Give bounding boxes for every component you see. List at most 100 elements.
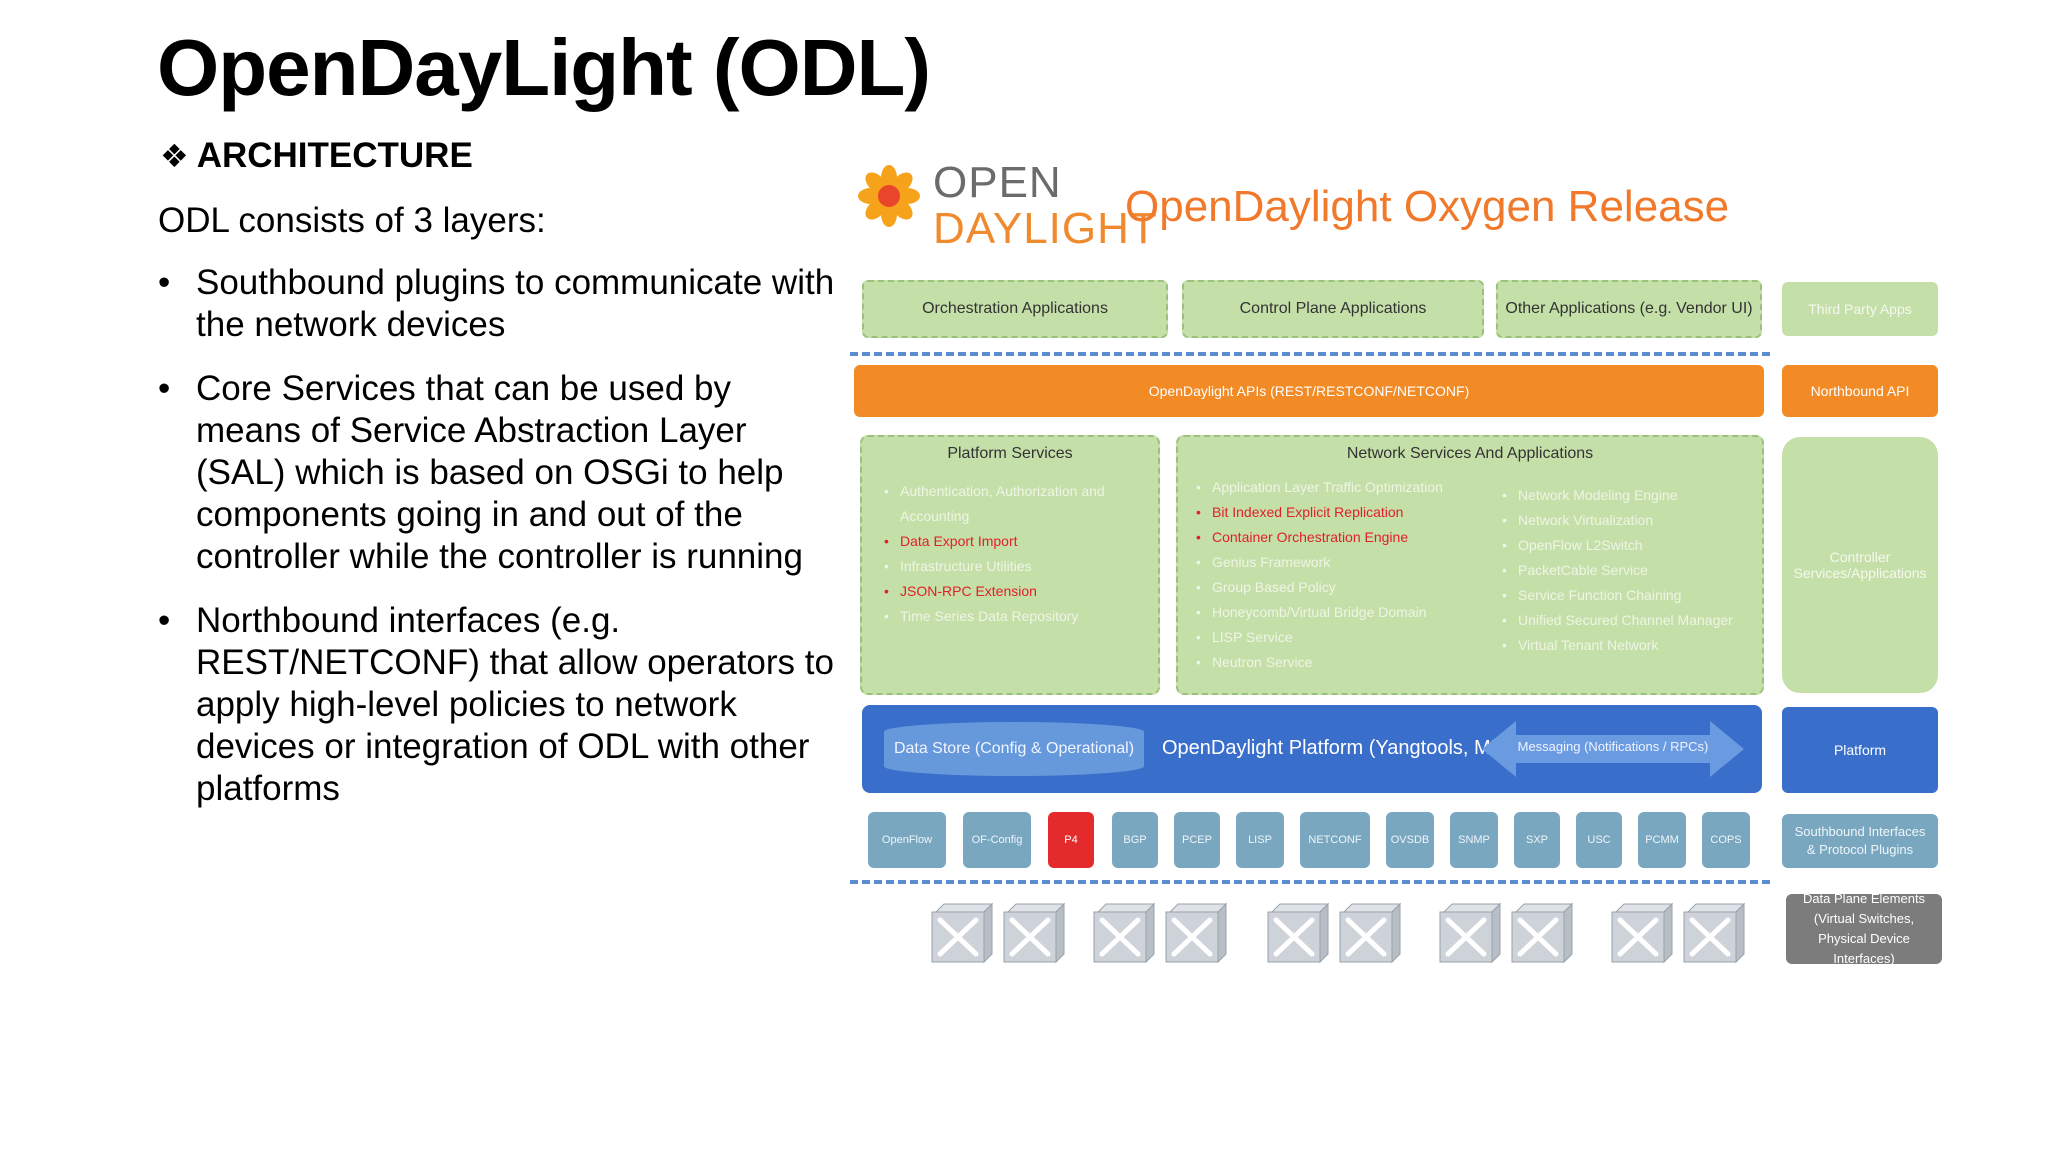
list-item: •Authentication, Authorization and Accou… xyxy=(884,479,1154,529)
list-item: •Bit Indexed Explicit Replication xyxy=(1196,500,1496,525)
network-services-list-col1: •Application Layer Traffic Optimization … xyxy=(1196,475,1496,675)
bullet-dot-icon: • xyxy=(884,483,889,499)
list-item: •Infrastructure Utilities xyxy=(884,554,1154,579)
northbound-divider xyxy=(850,352,1770,356)
section-heading: ❖ ARCHITECTURE xyxy=(160,136,473,176)
plugin-netconf: NETCONF xyxy=(1300,812,1370,868)
bullet-dot-icon: • xyxy=(1502,512,1507,528)
bullet-dot-icon: • xyxy=(1502,587,1507,603)
double-arrow-icon xyxy=(1482,721,1744,777)
bullet-text: Southbound plugins to communicate with t… xyxy=(196,263,835,344)
other-apps-box: Other Applications (e.g. Vendor UI) xyxy=(1496,280,1762,338)
list-item: •Network Virtualization xyxy=(1502,508,1758,533)
data-plane-side-label: Data Plane Elements (Virtual Switches, P… xyxy=(1786,891,1942,966)
bullet-dot-icon: • xyxy=(1196,579,1201,595)
flower-logo-icon xyxy=(858,165,920,227)
switch-icon xyxy=(1611,902,1674,964)
switch-icon xyxy=(1003,902,1066,964)
network-services-panel: Network Services And Applications •Appli… xyxy=(1176,435,1764,695)
southbound-plugins-row: OpenFlow OF-Config P4 BGP PCEP LISP NETC… xyxy=(868,812,1758,868)
bullet-dot-icon: • xyxy=(1196,504,1201,520)
list-item: •PacketCable Service xyxy=(1502,558,1758,583)
list-item: •Time Series Data Repository xyxy=(884,604,1154,629)
bullet-dot-icon: • xyxy=(1502,537,1507,553)
plugin-sxp: SXP xyxy=(1514,812,1560,868)
switch-icon xyxy=(1339,902,1402,964)
platform-bar: Data Store (Config & Operational) OpenDa… xyxy=(862,705,1762,793)
section-heading-label: ARCHITECTURE xyxy=(196,136,473,175)
list-item: •Neutron Service xyxy=(1196,650,1496,675)
bullet-dot-icon: • xyxy=(1196,654,1201,670)
third-party-apps-label: Third Party Apps xyxy=(1782,282,1938,336)
bullet-dot-icon: • xyxy=(158,601,171,640)
platform-side-label: Platform xyxy=(1782,707,1938,793)
southbound-plugins-side-label: Southbound Interfaces & Protocol Plugins xyxy=(1782,814,1938,868)
network-services-title: Network Services And Applications xyxy=(1346,445,1594,462)
bullet-dot-icon: • xyxy=(1196,479,1201,495)
bullet-text: Northbound interfaces (e.g. REST/NETCONF… xyxy=(196,601,834,808)
list-item: •LISP Service xyxy=(1196,625,1496,650)
bullet-dot-icon: • xyxy=(1196,554,1201,570)
plugin-ovsdb: OVSDB xyxy=(1386,812,1434,868)
list-item: •Honeycomb/Virtual Bridge Domain xyxy=(1196,600,1496,625)
plugin-of-config: OF-Config xyxy=(963,812,1031,868)
bullet-dot-icon: • xyxy=(884,533,889,549)
network-services-list-col2: •Network Modeling Engine •Network Virtua… xyxy=(1502,483,1758,658)
northbound-api-side-label: Northbound API xyxy=(1782,365,1938,417)
list-item: •Service Function Chaining xyxy=(1502,583,1758,608)
bullet-text: Core Services that can be used by means … xyxy=(196,369,803,576)
switch-icon xyxy=(1511,902,1574,964)
architecture-diagram: OPEN DAYLIGHT OpenDaylight Oxygen Releas… xyxy=(850,140,1950,980)
bullet-dot-icon: • xyxy=(1196,529,1201,545)
intro-text: ODL consists of 3 layers: xyxy=(158,201,546,240)
bullet-item: • Northbound interfaces (e.g. REST/NETCO… xyxy=(158,600,838,810)
plugin-openflow: OpenFlow xyxy=(868,812,946,868)
controller-services-side-label: Controller Services/Applications xyxy=(1782,437,1938,693)
data-plane-switches xyxy=(930,902,1750,966)
messaging-label: Messaging (Notifications / RPCs) xyxy=(1517,739,1709,754)
messaging-arrow: Messaging (Notifications / RPCs) xyxy=(1482,719,1744,779)
switch-icon xyxy=(1165,902,1228,964)
logo-text-daylight: DAYLIGHT xyxy=(933,204,1158,253)
list-item: •Data Export Import xyxy=(884,529,1154,554)
platform-label: OpenDaylight Platform (Yangtools, MD-SAL… xyxy=(1162,737,1557,759)
switch-icon xyxy=(1683,902,1746,964)
bullet-dot-icon: • xyxy=(884,558,889,574)
list-item: •Network Modeling Engine xyxy=(1502,483,1758,508)
plugin-cops: COPS xyxy=(1702,812,1750,868)
plugin-usc: USC xyxy=(1576,812,1622,868)
switch-icon xyxy=(1267,902,1330,964)
list-item: •Unified Secured Channel Manager xyxy=(1502,608,1758,633)
bullet-dot-icon: • xyxy=(1196,604,1201,620)
slide-title: OpenDayLight (ODL) xyxy=(157,23,931,112)
bullet-dot-icon: • xyxy=(884,583,889,599)
orchestration-apps-box: Orchestration Applications xyxy=(862,280,1168,338)
opendaylight-logo: OPEN DAYLIGHT xyxy=(858,150,1157,253)
plugin-snmp: SNMP xyxy=(1450,812,1498,868)
bullet-dot-icon: • xyxy=(1502,487,1507,503)
bullet-list: • Southbound plugins to communicate with… xyxy=(158,262,838,832)
switch-icon xyxy=(1439,902,1502,964)
bullet-dot-icon: • xyxy=(1502,562,1507,578)
control-plane-apps-box: Control Plane Applications xyxy=(1182,280,1484,338)
plugin-pcmm: PCMM xyxy=(1638,812,1686,868)
bullet-item: • Core Services that can be used by mean… xyxy=(158,368,838,578)
bullet-dot-icon: • xyxy=(158,263,171,302)
plugin-p4: P4 xyxy=(1048,812,1094,868)
list-item: •Group Based Policy xyxy=(1196,575,1496,600)
southbound-divider xyxy=(850,880,1770,884)
release-title: OpenDaylight Oxygen Release xyxy=(1125,182,1730,231)
bullet-dot-icon: • xyxy=(158,369,171,408)
plugin-pcep: PCEP xyxy=(1174,812,1220,868)
list-item: •Container Orchestration Engine xyxy=(1196,525,1496,550)
datastore-cylinder: Data Store (Config & Operational) xyxy=(884,722,1144,776)
plugin-lisp: LISP xyxy=(1236,812,1284,868)
list-item: •JSON-RPC Extension xyxy=(884,579,1154,604)
bullet-dot-icon: • xyxy=(1196,629,1201,645)
switch-icon xyxy=(1093,902,1156,964)
bullet-dot-icon: • xyxy=(884,608,889,624)
platform-services-list: •Authentication, Authorization and Accou… xyxy=(884,479,1154,629)
logo-text-open: OPEN xyxy=(933,158,1062,207)
four-diamond-icon: ❖ xyxy=(160,138,189,174)
bullet-dot-icon: • xyxy=(1502,637,1507,653)
